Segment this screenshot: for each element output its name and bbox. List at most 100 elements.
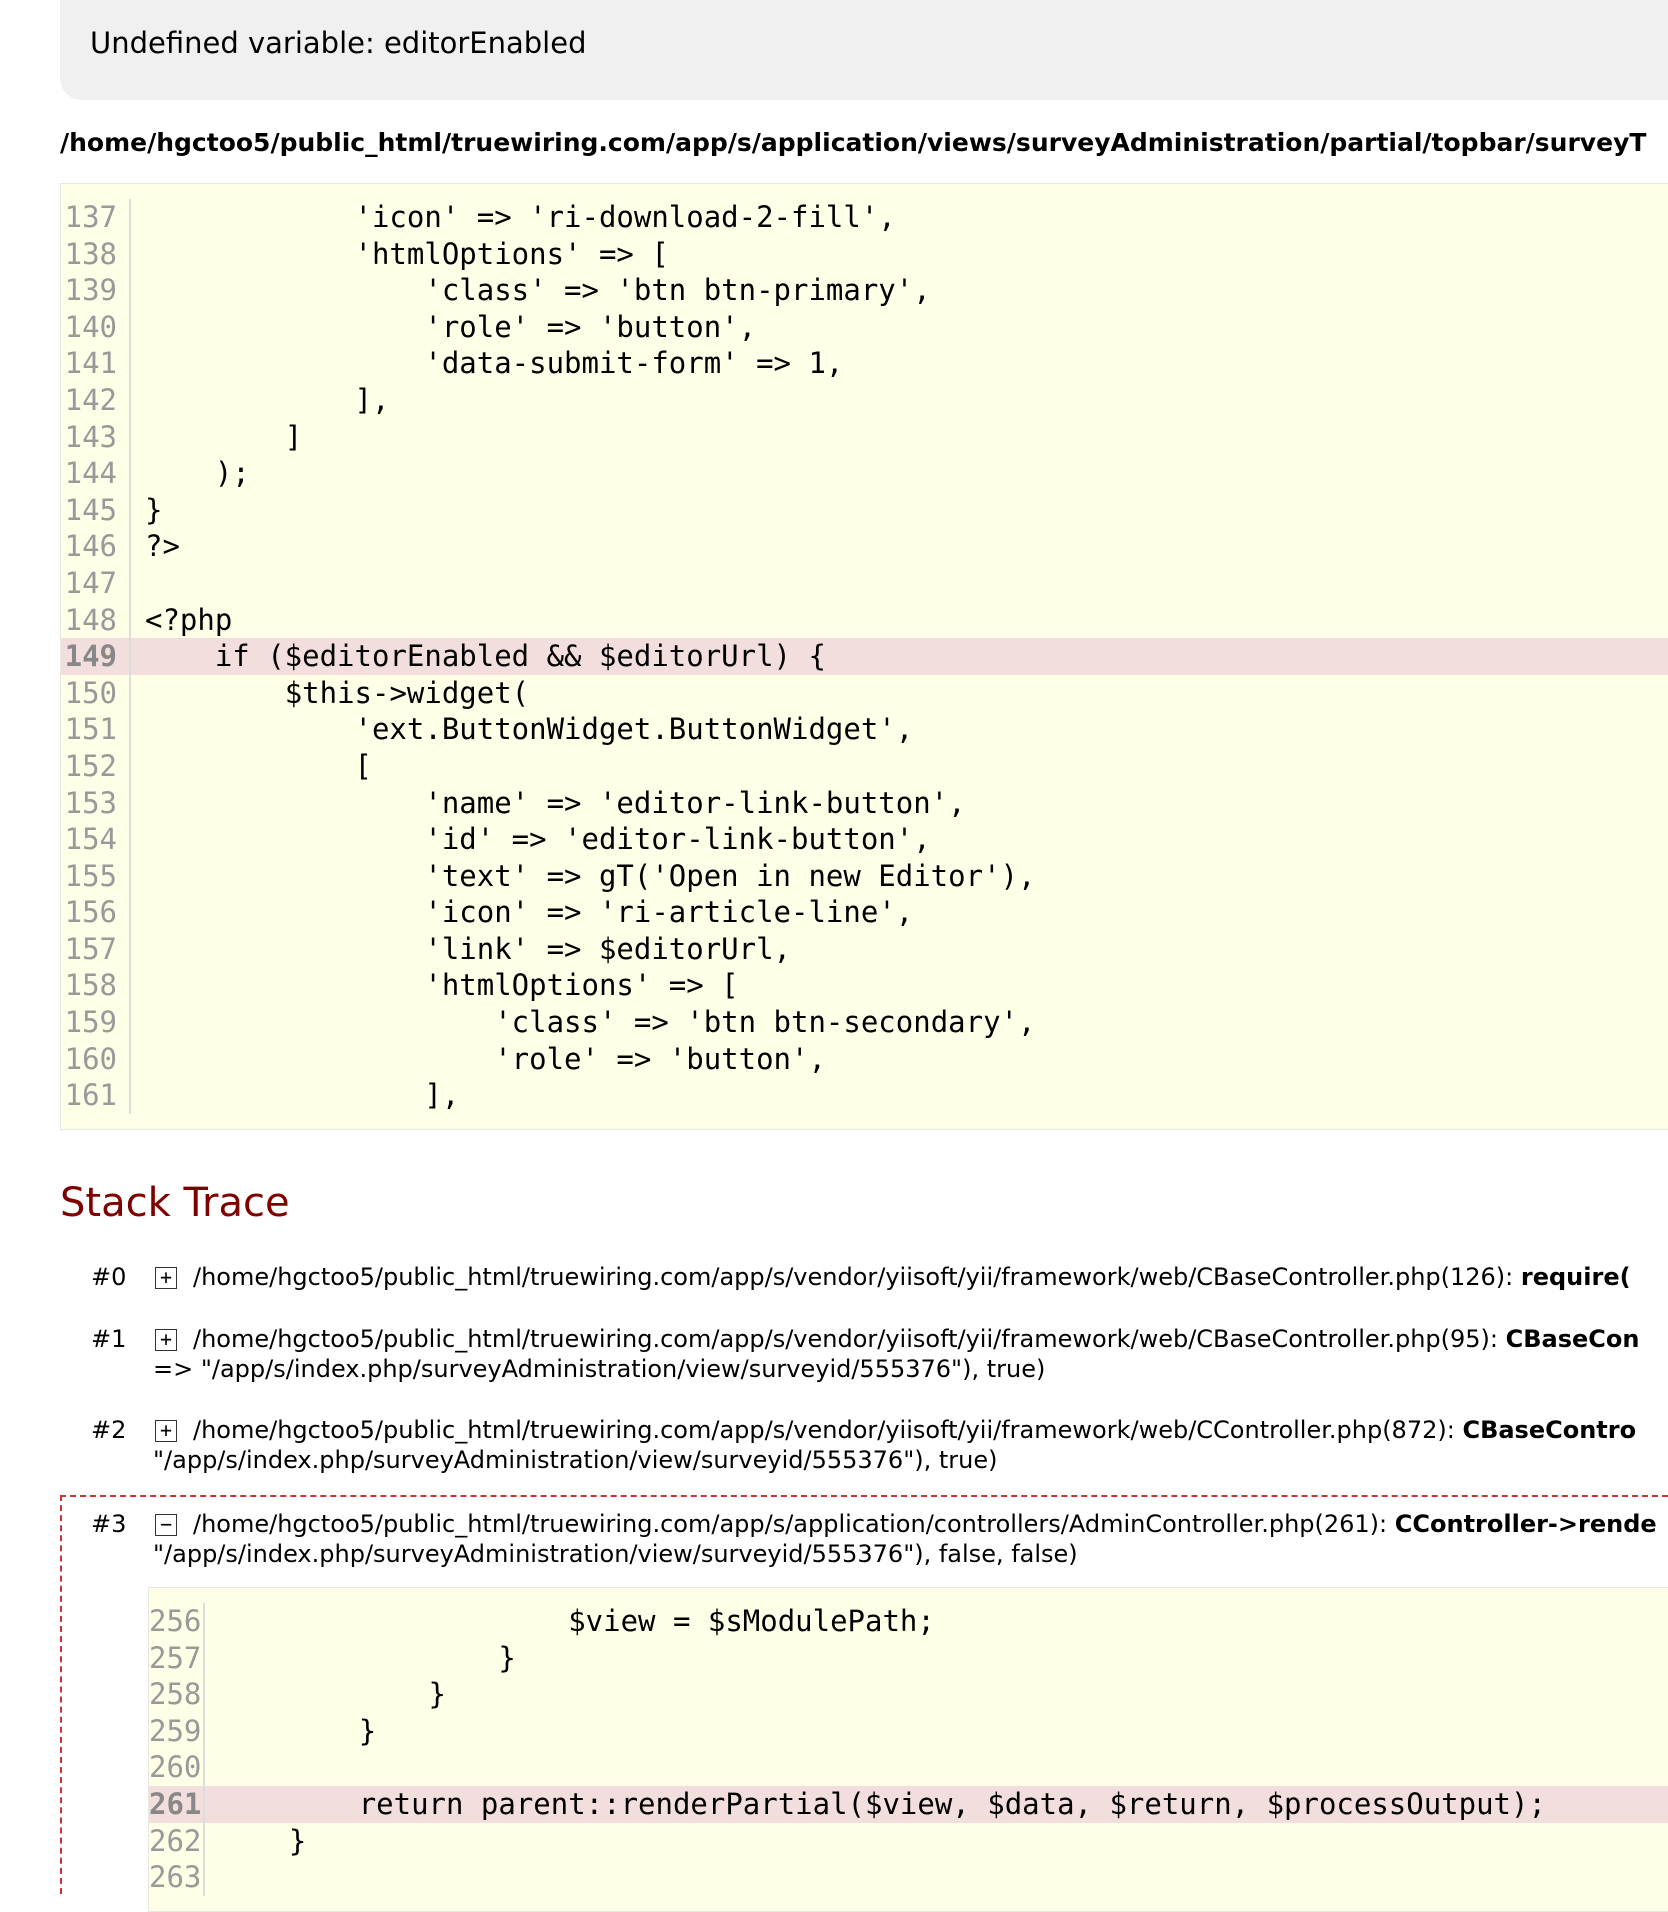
- code-line: 154 'id' => 'editor-link-button',: [61, 821, 1668, 858]
- code-line: 263: [149, 1859, 1668, 1896]
- line-number: 258: [149, 1676, 205, 1713]
- line-code: $view = $sModulePath;: [219, 1604, 935, 1638]
- line-number: 149: [61, 638, 131, 675]
- line-code: 'icon' => 'ri-article-line',: [145, 895, 914, 930]
- code-line: 140 'role' => 'button',: [61, 308, 1668, 346]
- code-line: 142 ],: [61, 381, 1668, 419]
- line-number: 139: [61, 272, 131, 309]
- line-code: ?>: [145, 529, 180, 564]
- code-line: 141 'data-submit-form' => 1,: [61, 345, 1668, 382]
- line-code: }: [219, 1823, 307, 1858]
- line-number: 150: [61, 674, 131, 712]
- line-code: }: [145, 492, 163, 527]
- line-number: 143: [61, 418, 131, 456]
- line-number: 152: [61, 747, 131, 785]
- line-code: if ($editorEnabled && $editorUrl) {: [145, 639, 826, 674]
- line-number: 154: [61, 821, 131, 858]
- line-number: 259: [149, 1712, 205, 1750]
- line-number: 141: [61, 345, 131, 382]
- line-code: ]: [145, 419, 303, 454]
- code-line: 159 'class' => 'btn btn-secondary',: [61, 1004, 1668, 1041]
- code-line: 144 );: [61, 455, 1668, 492]
- line-code: 'name' => 'editor-link-button',: [145, 785, 966, 820]
- line-code: $this->widget(: [145, 675, 530, 710]
- line-number: 155: [61, 857, 131, 895]
- line-number: 263: [149, 1859, 205, 1896]
- code-line: 157 'link' => $editorUrl,: [61, 930, 1668, 968]
- line-number: 260: [149, 1749, 205, 1786]
- line-code: 'id' => 'editor-link-button',: [145, 822, 931, 857]
- trace-file[interactable]: /home/hgctoo5/public_html/truewiring.com…: [91, 1415, 1668, 1475]
- collapse-icon[interactable]: −: [155, 1514, 177, 1536]
- expand-icon[interactable]: +: [155, 1329, 177, 1351]
- line-code: }: [219, 1677, 446, 1712]
- line-code: 'htmlOptions' => [: [145, 236, 669, 271]
- line-code: ],: [145, 382, 390, 417]
- code-line: 258 }: [149, 1676, 1668, 1713]
- code-line: 161 ],: [61, 1077, 1668, 1114]
- code-line: 259 }: [149, 1712, 1668, 1750]
- trace-item-0: #0 + /home/hgctoo5/public_html/truewirin…: [91, 1262, 1668, 1292]
- error-line: 261 return parent::renderPartial($view, …: [149, 1785, 1668, 1823]
- trace-3-source-code: 256 $view = $sModulePath;257 }258 }259 }…: [148, 1587, 1668, 1912]
- code-line: 152 [: [61, 747, 1668, 785]
- line-code: 'text' => gT('Open in new Editor'),: [145, 858, 1036, 893]
- line-code: }: [219, 1713, 377, 1748]
- line-number: 145: [61, 491, 131, 529]
- code-line: 260: [149, 1749, 1668, 1786]
- line-number: 256: [149, 1603, 205, 1640]
- code-line: 257 }: [149, 1639, 1668, 1677]
- trace-item-1: #1 + /home/hgctoo5/public_html/truewirin…: [91, 1324, 1668, 1384]
- code-line: 143 ]: [61, 418, 1668, 456]
- line-number: 159: [61, 1004, 131, 1041]
- trace-file[interactable]: /home/hgctoo5/public_html/truewiring.com…: [91, 1509, 1668, 1569]
- line-code: }: [219, 1640, 516, 1675]
- code-line: 148<?php: [61, 601, 1668, 639]
- line-code: [: [145, 748, 372, 783]
- code-line: 137 'icon' => 'ri-download-2-fill',: [61, 199, 1668, 236]
- trace-args: "/app/s/index.php/surveyAdministration/v…: [153, 1446, 998, 1474]
- trace-item-3: #3 − /home/hgctoo5/public_html/truewirin…: [91, 1509, 1668, 1569]
- trace-file-path: /home/hgctoo5/public_html/truewiring.com…: [193, 1416, 1463, 1444]
- stack-trace-heading: Stack Trace: [60, 1180, 290, 1226]
- line-number: 262: [149, 1822, 205, 1860]
- code-line: 155 'text' => gT('Open in new Editor'),: [61, 857, 1668, 895]
- line-number: 144: [61, 455, 131, 492]
- trace-call: CController->rende: [1394, 1510, 1657, 1538]
- trace-index: #3: [91, 1510, 127, 1538]
- trace-file-path: /home/hgctoo5/public_html/truewiring.com…: [193, 1510, 1395, 1538]
- line-code: ],: [145, 1078, 460, 1113]
- trace-file-path: /home/hgctoo5/public_html/truewiring.com…: [193, 1325, 1506, 1353]
- line-code: 'data-submit-form' => 1,: [145, 346, 844, 381]
- line-number: 146: [61, 528, 131, 565]
- line-code: );: [145, 456, 250, 491]
- trace-index: #0: [91, 1263, 127, 1291]
- code-line: 138 'htmlOptions' => [: [61, 235, 1668, 273]
- line-number: 160: [61, 1040, 131, 1078]
- trace-call: CBaseCon: [1505, 1325, 1640, 1353]
- expand-icon[interactable]: +: [155, 1420, 177, 1442]
- line-number: 148: [61, 601, 131, 639]
- code-line: 150 $this->widget(: [61, 674, 1668, 712]
- trace-file[interactable]: /home/hgctoo5/public_html/truewiring.com…: [91, 1324, 1668, 1384]
- line-number: 156: [61, 894, 131, 931]
- error-message: Undefined variable: editorEnabled: [90, 26, 587, 60]
- code-line: 147: [61, 564, 1668, 602]
- trace-3-expanded-box: [60, 1495, 1668, 1894]
- trace-call: CBaseContro: [1462, 1416, 1637, 1444]
- trace-item-2: #2 + /home/hgctoo5/public_html/truewirin…: [91, 1415, 1668, 1475]
- expand-icon[interactable]: +: [155, 1267, 177, 1289]
- line-number: 142: [61, 381, 131, 419]
- code-line: 256 $view = $sModulePath;: [149, 1603, 1668, 1640]
- trace-file-path: /home/hgctoo5/public_html/truewiring.com…: [193, 1263, 1521, 1291]
- trace-args: => "/app/s/index.php/surveyAdministratio…: [153, 1355, 1046, 1383]
- trace-call: require(: [1520, 1263, 1631, 1291]
- line-number: 153: [61, 784, 131, 822]
- trace-file[interactable]: /home/hgctoo5/public_html/truewiring.com…: [91, 1262, 1668, 1292]
- line-code: 'class' => 'btn btn-primary',: [145, 273, 931, 308]
- line-number: 140: [61, 308, 131, 346]
- source-code-block: 137 'icon' => 'ri-download-2-fill',138 '…: [60, 183, 1668, 1130]
- line-code: return parent::renderPartial($view, $dat…: [219, 1786, 1546, 1821]
- trace-args: "/app/s/index.php/surveyAdministration/v…: [153, 1540, 1078, 1568]
- code-line: 156 'icon' => 'ri-article-line',: [61, 894, 1668, 931]
